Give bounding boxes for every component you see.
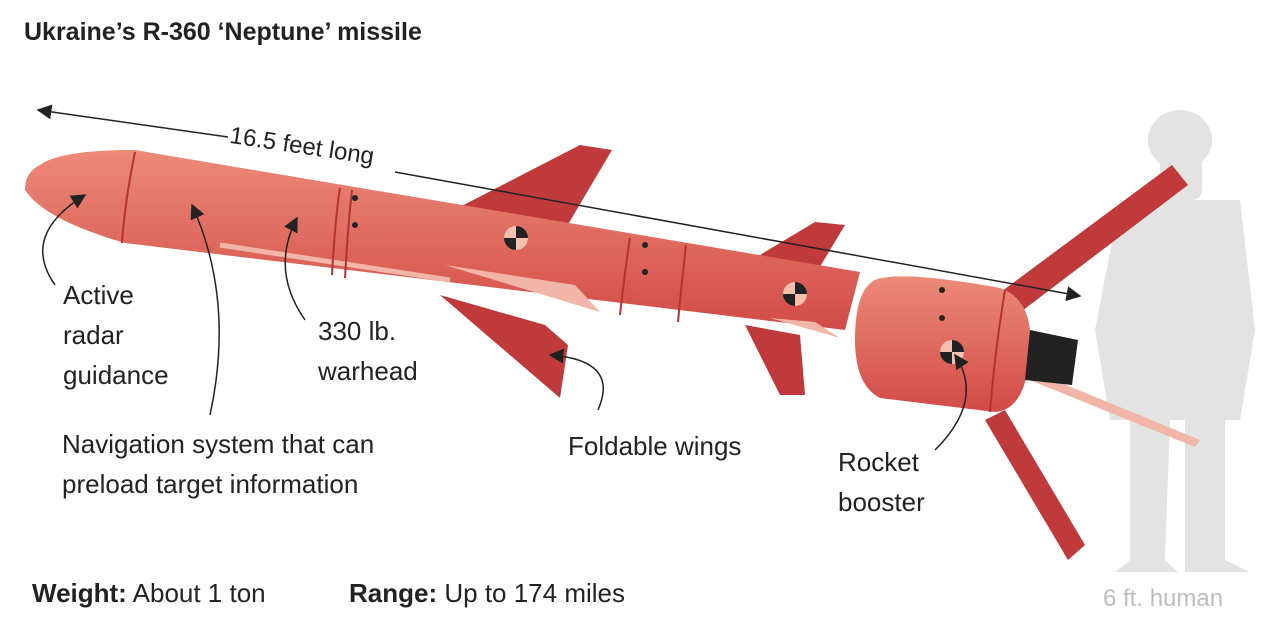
page-title: Ukraine’s R-360 ‘Neptune’ missile	[24, 18, 422, 46]
label-line: 330 lb.	[318, 316, 397, 346]
human-scale-label: 6 ft. human	[1103, 585, 1224, 612]
booster-fin-lower	[985, 410, 1085, 560]
label-line: radar	[63, 320, 124, 350]
range-label: Range:	[349, 578, 438, 608]
weight-value: About 1 ton	[132, 578, 266, 608]
range-value: Up to 174 miles	[444, 578, 626, 608]
booster-fin-light	[1000, 362, 1200, 447]
nozzle	[1025, 330, 1078, 385]
range-stat: Range: Up to 174 miles	[349, 578, 625, 609]
tail-fin-bottom	[745, 325, 805, 395]
label-line: guidance	[63, 360, 169, 390]
label-line: warhead	[318, 356, 418, 386]
label-line: Navigation system that can	[62, 429, 375, 459]
label-line: Rocket	[838, 447, 919, 477]
label-radar: Active radar guidance	[63, 275, 169, 395]
weight-stat: Weight: About 1 ton	[32, 578, 266, 609]
label-line: booster	[838, 487, 925, 517]
label-line: Active	[63, 280, 134, 310]
label-navigation: Navigation system that can preload targe…	[62, 424, 374, 504]
label-wings: Foldable wings	[568, 431, 742, 461]
weight-label: Weight:	[32, 578, 127, 608]
booster-fin-upper	[990, 165, 1188, 320]
target-marker	[504, 226, 528, 250]
wing-bottom	[440, 295, 568, 398]
label-warhead: 330 lb. warhead	[318, 311, 418, 391]
label-line: preload target information	[62, 469, 359, 499]
missile-body	[25, 150, 860, 330]
human-silhouette	[1095, 110, 1255, 572]
rocket-booster	[855, 276, 1031, 412]
label-booster: Rocket booster	[838, 442, 925, 522]
target-marker	[783, 282, 807, 306]
